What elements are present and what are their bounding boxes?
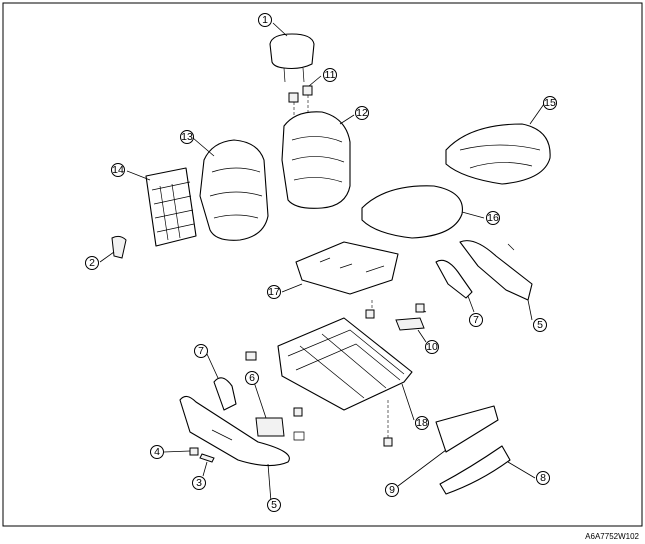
seatback-trim-cover-part — [281, 111, 351, 209]
right-bracket-part — [459, 240, 533, 301]
cushion-pan-part — [295, 241, 399, 295]
callout-17: 17 — [267, 285, 281, 299]
clip-part — [199, 453, 215, 463]
cushion-pad-part — [361, 185, 463, 239]
svg-text:14: 14 — [112, 164, 124, 176]
svg-text:5: 5 — [537, 319, 543, 331]
screw-part — [189, 447, 199, 456]
svg-text:3: 3 — [196, 477, 202, 489]
callout-2: 2 — [85, 256, 99, 270]
callout-10: 10 — [425, 340, 439, 354]
leader-lines — [99, 22, 545, 503]
headrest-guide-part — [288, 85, 313, 118]
callout-6: 6 — [245, 371, 259, 385]
callout-16: 16 — [486, 211, 500, 225]
left-side-cover-part — [213, 377, 237, 411]
svg-text:11: 11 — [325, 69, 336, 81]
svg-text:16: 16 — [487, 212, 499, 224]
callout-7-left: 7 — [194, 344, 208, 358]
callout-13: 13 — [180, 130, 194, 144]
drawing-code-label: A6A7752W102 — [585, 532, 639, 541]
callout-1: 1 — [258, 13, 272, 27]
recliner-knob-part — [111, 235, 127, 259]
seat-adjuster-part — [277, 300, 413, 438]
cushion-trim-cover-part — [445, 123, 551, 185]
callout-15: 15 — [543, 96, 557, 110]
callout-5-left: 5 — [267, 498, 281, 512]
headrest-part — [269, 33, 315, 83]
bolt-part — [245, 303, 425, 447]
diagram-border — [2, 2, 643, 527]
svg-text:2: 2 — [89, 257, 95, 269]
callout-8: 8 — [536, 471, 550, 485]
front-cover-part — [435, 405, 499, 453]
callout-12: 12 — [355, 106, 369, 120]
callout-7-right: 7 — [469, 313, 483, 327]
svg-text:10: 10 — [426, 341, 438, 353]
callout-11: 11 — [323, 68, 337, 82]
svg-text:5: 5 — [271, 499, 277, 511]
svg-text:13: 13 — [181, 131, 193, 143]
seatback-pad-part — [199, 139, 269, 241]
svg-text:6: 6 — [249, 372, 255, 384]
svg-text:7: 7 — [198, 345, 204, 357]
svg-text:1: 1 — [262, 14, 268, 26]
seat-switch-part — [255, 417, 305, 441]
callout-9: 9 — [385, 483, 399, 497]
left-side-trim-part — [179, 395, 290, 467]
svg-text:18: 18 — [416, 417, 428, 429]
svg-text:8: 8 — [540, 472, 546, 484]
svg-text:12: 12 — [356, 107, 368, 119]
svg-text:4: 4 — [154, 446, 160, 458]
callout-18: 18 — [415, 416, 429, 430]
seatback-frame-part — [145, 167, 197, 247]
callout-5-right: 5 — [533, 318, 547, 332]
svg-text:9: 9 — [389, 484, 395, 496]
svg-text:15: 15 — [544, 97, 556, 109]
callout-14: 14 — [111, 163, 125, 177]
callout-4: 4 — [150, 445, 164, 459]
callout-3: 3 — [192, 476, 206, 490]
svg-text:17: 17 — [268, 286, 280, 298]
svg-text:7: 7 — [473, 314, 479, 326]
right-side-cover-part — [435, 259, 473, 299]
front-garnish-part — [439, 445, 511, 495]
